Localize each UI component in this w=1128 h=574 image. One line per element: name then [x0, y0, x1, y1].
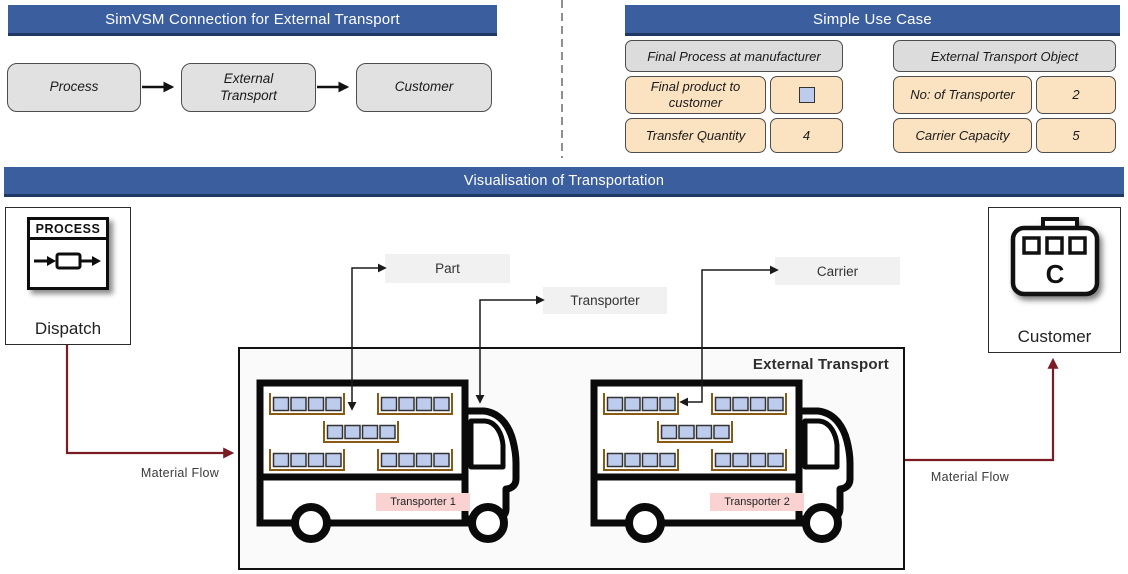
external-transport-box: External Transport Transporter 1 — [238, 347, 905, 570]
flow-node-customer: Customer — [356, 63, 492, 112]
transporter-1-truck: Transporter 1 — [256, 379, 524, 551]
dispatch-label: Dispatch — [34, 319, 102, 338]
table-row: Carrier Capacity 5 — [893, 118, 1116, 153]
row-value: 2 — [1036, 76, 1116, 114]
table-row: Transfer Quantity 4 — [625, 118, 843, 153]
material-flow-arrow-left — [65, 345, 235, 459]
transporter-2-truck: Transporter 2 — [590, 379, 858, 551]
customer-icon: C — [1010, 217, 1099, 297]
visualisation-title-text: Visualisation of Transportation — [463, 172, 665, 189]
flow-node-external-transport: External Transport — [181, 63, 316, 112]
row-value: 4 — [770, 118, 843, 153]
carrier-trays — [603, 393, 787, 471]
process-icon: PROCESS — [27, 217, 109, 290]
external-transport-label: External Transport — [752, 356, 889, 373]
row-value — [770, 76, 843, 114]
process-glyph-icon — [34, 252, 101, 270]
customer-node: C Customer — [988, 207, 1121, 353]
left-panel-title: SimVSM Connection for External Transport — [8, 5, 497, 36]
carrier-trays — [269, 393, 453, 471]
transporter-annotation: Transporter — [543, 287, 667, 314]
dispatch-node: PROCESS Dispatch — [5, 207, 131, 345]
transporter-1-badge: Transporter 1 — [376, 493, 470, 511]
carrier-annotation: Carrier — [775, 257, 900, 285]
dashed-divider — [561, 0, 563, 158]
truck-icon — [590, 379, 854, 543]
table-row: Final product to customer — [625, 76, 843, 114]
customer-label: Customer — [1017, 327, 1092, 346]
row-label: Carrier Capacity — [893, 118, 1032, 153]
customer-icon-letter: C — [1045, 259, 1064, 289]
group-header: External Transport Object — [893, 40, 1116, 72]
truck-icon — [256, 379, 520, 543]
flow-node-process: Process — [7, 63, 141, 112]
row-label: Transfer Quantity — [625, 118, 766, 153]
part-swatch-icon — [798, 87, 815, 103]
process-icon-label: PROCESS — [30, 220, 106, 240]
use-case-title-text: Simple Use Case — [813, 10, 932, 28]
left-panel-title-text: SimVSM Connection for External Transport — [105, 10, 400, 28]
part-annotation: Part — [385, 254, 510, 283]
visualisation-title: Visualisation of Transportation — [4, 167, 1124, 197]
use-case-title: Simple Use Case — [625, 5, 1120, 36]
use-case-group-manufacturer: Final Process at manufacturer Final prod… — [625, 40, 843, 157]
transporter-2-badge: Transporter 2 — [710, 493, 804, 511]
material-flow-label-left: Material Flow — [140, 466, 220, 480]
group-header: Final Process at manufacturer — [625, 40, 843, 72]
table-row: No: of Transporter 2 — [893, 76, 1116, 114]
row-label: No: of Transporter — [893, 76, 1032, 114]
material-flow-arrow-right — [905, 357, 1059, 462]
use-case-group-transport-object: External Transport Object No: of Transpo… — [893, 40, 1116, 157]
row-label: Final product to customer — [625, 76, 766, 114]
material-flow-label-right: Material Flow — [930, 470, 1010, 484]
row-value: 5 — [1036, 118, 1116, 153]
